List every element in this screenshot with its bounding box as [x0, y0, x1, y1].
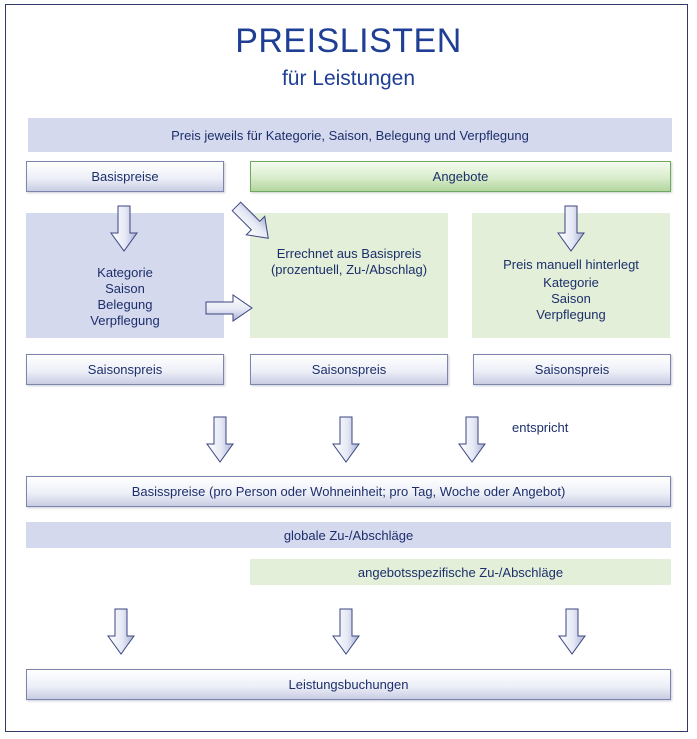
- box-line: Belegung: [97, 297, 153, 312]
- saisonspreis-button-2[interactable]: Saisonspreis: [250, 354, 448, 385]
- basispreise-box-text: Kategorie Saison Belegung Verpflegung: [26, 265, 224, 329]
- basispreise-button[interactable]: Basispreise: [26, 161, 224, 192]
- offer-surcharge-bar: angebotsspezifische Zu-/Abschläge: [250, 559, 671, 585]
- box-line: Verpflegung: [90, 313, 160, 328]
- page-title: PREISLISTEN: [235, 22, 462, 60]
- box-line: (prozentuell, Zu-/Abschlag): [270, 262, 428, 277]
- calculated-price-box-text: Errechnet aus Basispreis (prozentuell, Z…: [250, 246, 448, 278]
- manual-price-box-text: Preis manuell hinterlegt Kategorie Saiso…: [472, 257, 670, 323]
- angebote-button[interactable]: Angebote: [250, 161, 671, 192]
- box-line: Preis manuell hinterlegt: [503, 257, 639, 272]
- global-surcharge-bar: globale Zu-/Abschläge: [26, 522, 671, 548]
- down-arrow-icon: [557, 205, 585, 252]
- saisonspreis-button-1[interactable]: Saisonspreis: [26, 354, 224, 385]
- box-line: Saison: [105, 281, 145, 296]
- down-arrow-icon: [558, 608, 586, 655]
- down-arrow-icon: [332, 416, 360, 463]
- basisspreise-bar[interactable]: Basisspreise (pro Person oder Wohneinhei…: [26, 476, 671, 507]
- saisonspreis-button-3[interactable]: Saisonspreis: [473, 354, 671, 385]
- calculated-price-box: [250, 213, 448, 338]
- diagonal-arrow-icon: [231, 201, 269, 239]
- right-arrow-icon: [205, 294, 253, 322]
- page-subtitle: für Leistungen: [281, 67, 416, 90]
- leistungsbuchungen-bar[interactable]: Leistungsbuchungen: [26, 669, 671, 700]
- down-arrow-icon: [458, 416, 486, 463]
- box-line: Kategorie: [97, 265, 153, 280]
- box-line: Verpflegung: [536, 307, 606, 322]
- box-line: Errechnet aus Basispreis: [276, 246, 422, 261]
- price-basis-bar: Preis jeweils für Kategorie, Saison, Bel…: [28, 118, 672, 152]
- entspricht-label: entspricht: [512, 420, 569, 435]
- down-arrow-icon: [206, 416, 234, 463]
- down-arrow-icon: [107, 608, 135, 655]
- box-line: Kategorie: [543, 275, 599, 290]
- box-line: Saison: [551, 291, 591, 306]
- down-arrow-icon: [332, 608, 360, 655]
- diagram-frame: [5, 4, 688, 732]
- down-arrow-icon: [110, 205, 138, 252]
